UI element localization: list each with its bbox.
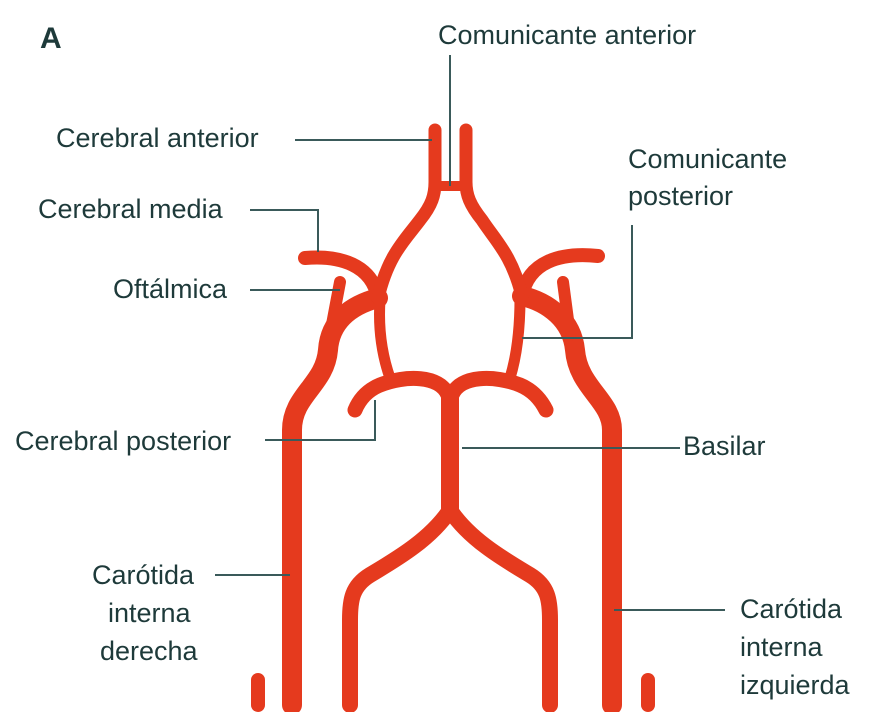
label-carotida-izquierda-line1: Carótida <box>740 594 843 624</box>
labels: Comunicante anterior Cerebral anterior C… <box>15 20 851 700</box>
label-cerebral-media: Cerebral media <box>38 194 224 224</box>
label-basilar: Basilar <box>683 431 766 461</box>
right-posterior-communicating-artery <box>374 294 396 384</box>
leader-cerebral-posterior <box>265 400 376 441</box>
leader-comunicante-posterior <box>522 225 633 339</box>
left-vertebral-artery <box>442 502 558 712</box>
left-ophthalmic-artery <box>557 276 576 341</box>
right-posterior-cerebral-artery <box>347 370 456 418</box>
left-posterior-communicating-artery <box>504 292 526 384</box>
label-cerebral-anterior: Cerebral anterior <box>56 123 259 153</box>
leader-lines <box>215 55 725 611</box>
label-carotida-derecha-line1: Carótida <box>92 560 195 590</box>
leader-cerebral-media <box>250 209 319 252</box>
left-posterior-cerebral-artery <box>444 370 554 418</box>
label-comunicante-posterior-line1: Comunicante <box>628 144 787 174</box>
label-oftalmica: Oftálmica <box>113 274 228 304</box>
panel-label: A <box>40 22 62 55</box>
label-carotida-derecha-line2: interna <box>108 598 192 628</box>
left-anterior-cerebral-artery <box>459 123 529 303</box>
label-cerebral-posterior: Cerebral posterior <box>15 426 231 456</box>
label-carotida-derecha-line3: derecha <box>100 636 199 666</box>
right-anterior-cerebral-artery <box>371 123 442 305</box>
arteries <box>251 123 655 712</box>
label-carotida-izquierda-line3: izquierda <box>740 670 851 700</box>
right-vertebral-artery <box>342 502 458 712</box>
label-comunicante-posterior-line2: posterior <box>628 181 733 211</box>
left-internal-carotid <box>512 286 622 712</box>
label-carotida-izquierda-line2: interna <box>740 632 824 662</box>
right-internal-carotid <box>282 288 388 712</box>
label-comunicante-anterior: Comunicante anterior <box>438 20 696 50</box>
